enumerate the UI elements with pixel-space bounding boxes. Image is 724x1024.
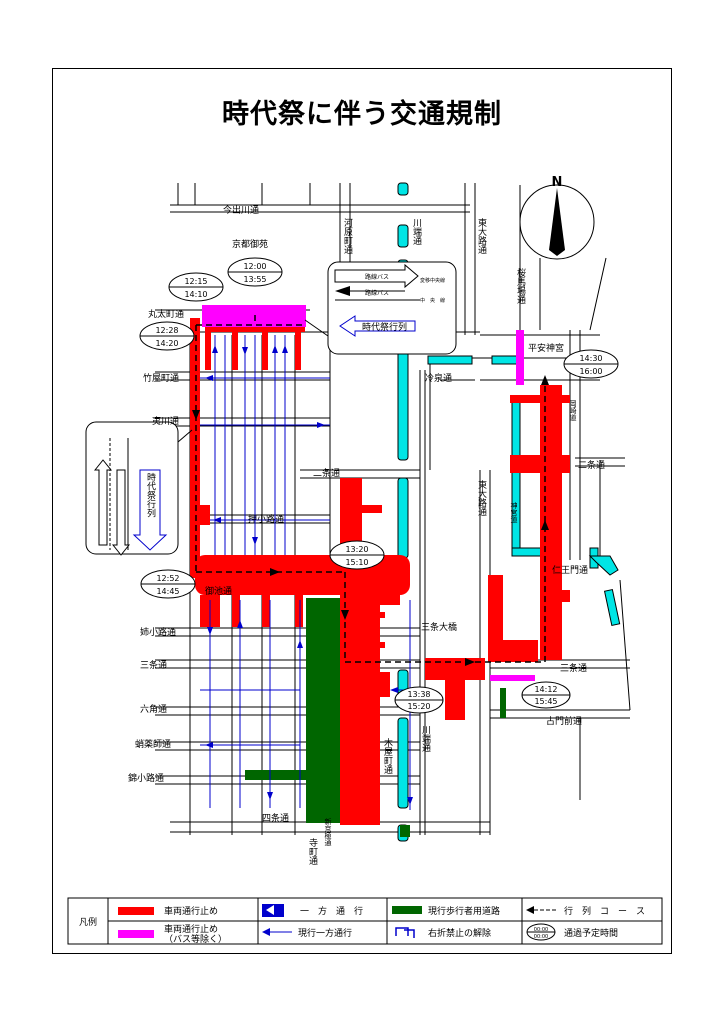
label-teramachi: 寺町通 (307, 838, 318, 866)
vertical-street-labels: 河原町通 川端通 東大路通 桜馬場通 東大路通 木屋町通 川端通 寺町通 新京極… (307, 217, 577, 866)
legend-pedestrian: 現行歩行者用道路 (428, 905, 500, 917)
closure-areas (190, 318, 570, 825)
time-t2-end: 13:55 (243, 275, 266, 284)
label-furumonzen: 古門前通 (546, 715, 582, 727)
river-biwako-canal (427, 355, 621, 627)
label-takoyakushi: 蛸薬師通 (135, 738, 171, 750)
label-oshikoji: 押小路通 (248, 513, 284, 525)
time-t6-start: 13:38 (407, 690, 430, 699)
legend-oneway-current: 現行一方通行 (298, 927, 352, 939)
page-title: 時代祭に伴う交通規制 (222, 99, 502, 130)
label-sanjobashi: 三条大橋 (421, 621, 457, 633)
north-label: N (552, 175, 563, 190)
time-t2-start: 12:00 (243, 262, 266, 271)
label-sanjo-e: 三条通 (560, 662, 587, 674)
schedule-times: 12:15 14:10 12:00 13:55 12:28 14:20 12:5… (139, 257, 619, 714)
label-niomon: 仁王門通 (552, 564, 588, 576)
map-frame (52, 68, 672, 954)
label-marutamachi: 丸太町通 (148, 308, 184, 320)
parade-route-arrows (192, 375, 549, 666)
label-nijo-e: 二条通 (578, 459, 605, 471)
closure-bus-ok-areas (202, 305, 535, 681)
legend-uturn: 右折禁止の解除 (428, 927, 491, 939)
label-oike: 御池通 (205, 585, 232, 597)
label-kiyamachi: 木屋町通 (382, 737, 393, 775)
legend-closure-bus-note: （バス等除く） (164, 933, 227, 945)
inset-parade-label: 時代祭行列 (362, 321, 407, 333)
legend-route: 行 列 コ ー ス (564, 905, 645, 917)
label-ebisugawa: 夷川通 (152, 415, 179, 427)
time-t3-end: 14:20 (155, 339, 178, 348)
inset-top: 路線バス 路線バス 変移中央線 中 央 線 時代祭行列 (304, 261, 457, 355)
inset-bus-label-2: 路線バス (365, 289, 389, 297)
label-imadegawa: 今出川通 (223, 204, 259, 216)
oneway-arrows (205, 345, 413, 805)
legend: 凡例 車両通行止め 車両通行止め （バス等除く） 一 方 通 行 現行一方通行 … (67, 897, 663, 945)
label-kawaramachi: 河原町通 (342, 217, 353, 255)
inset-left: 時代祭行列 (85, 421, 193, 556)
time-t1-end: 14:10 (184, 290, 207, 299)
label-shijo: 四条通 (262, 812, 289, 824)
label-okazaki: 岡崎道 (569, 400, 577, 422)
label-kawabata-s: 川端通 (420, 725, 431, 753)
inset-center-label: 変移中央線 (420, 277, 445, 284)
time-t8-start: 14:30 (579, 354, 602, 363)
label-nishikikoji: 錦小路通 (128, 772, 164, 784)
north-arrow-icon: N (519, 175, 595, 260)
uturn-icon (395, 927, 415, 938)
legend-closure-bus: 車両通行止め (164, 923, 218, 935)
legend-pedestrian-swatch (392, 906, 422, 914)
label-kawabata: 川端通 (411, 218, 422, 246)
legend-schedule: 通過予定時間 (564, 927, 618, 939)
label-rokkaku: 六角通 (140, 703, 167, 715)
label-higashioji-s: 東大路通 (476, 479, 487, 517)
legend-closure: 車両通行止め (164, 905, 218, 917)
time-t3-start: 12:28 (155, 326, 178, 335)
time-t1-start: 12:15 (184, 277, 207, 286)
legend-bus-swatch (118, 930, 154, 938)
time-t5-end: 15:10 (345, 558, 368, 567)
pedestrian-roads (245, 598, 506, 837)
time-t8-end: 16:00 (579, 367, 602, 376)
label-gosho: 京都御苑 (232, 238, 268, 250)
label-reizen: 冷泉通 (425, 372, 452, 384)
time-t6-end: 15:20 (407, 702, 430, 711)
time-t5-start: 13:20 (345, 545, 368, 554)
legend-sched-bot: 00:00 (534, 934, 548, 940)
oneway-streets (200, 335, 420, 810)
label-takeyamachi: 竹屋町通 (143, 372, 179, 384)
label-sanjo: 三条通 (140, 659, 167, 671)
time-t7-end: 15:45 (534, 697, 557, 706)
label-nijo-w: 二条通 (313, 467, 340, 479)
street-labels: 今出川通 京都御苑 丸太町通 竹屋町通 夷川通 二条通 押小路通 御池通 姉小路… (128, 204, 605, 824)
legend-sched-top: 00:00 (534, 927, 548, 933)
inset-left-parade: 時代祭行列 (145, 472, 156, 518)
inset-center2-label: 中 央 線 (420, 297, 445, 304)
inset-bus-label: 路線バス (365, 273, 389, 281)
time-t7-start: 14:12 (534, 685, 557, 694)
legend-title: 凡例 (79, 916, 97, 928)
label-higashioji: 東大路通 (476, 217, 487, 255)
time-t4-start: 12:52 (156, 574, 179, 583)
label-jingumichi: 神宮道 (510, 501, 518, 524)
time-t4-end: 14:45 (156, 587, 179, 596)
label-sakurababa: 桜馬場通 (515, 267, 526, 305)
legend-closure-swatch (118, 907, 154, 915)
legend-oneway: 一 方 通 行 (300, 905, 363, 917)
label-anekoji: 姉小路通 (140, 626, 176, 638)
label-heian: 平安神宮 (528, 342, 564, 354)
label-shinkyogoku: 新京極通 (324, 817, 332, 847)
